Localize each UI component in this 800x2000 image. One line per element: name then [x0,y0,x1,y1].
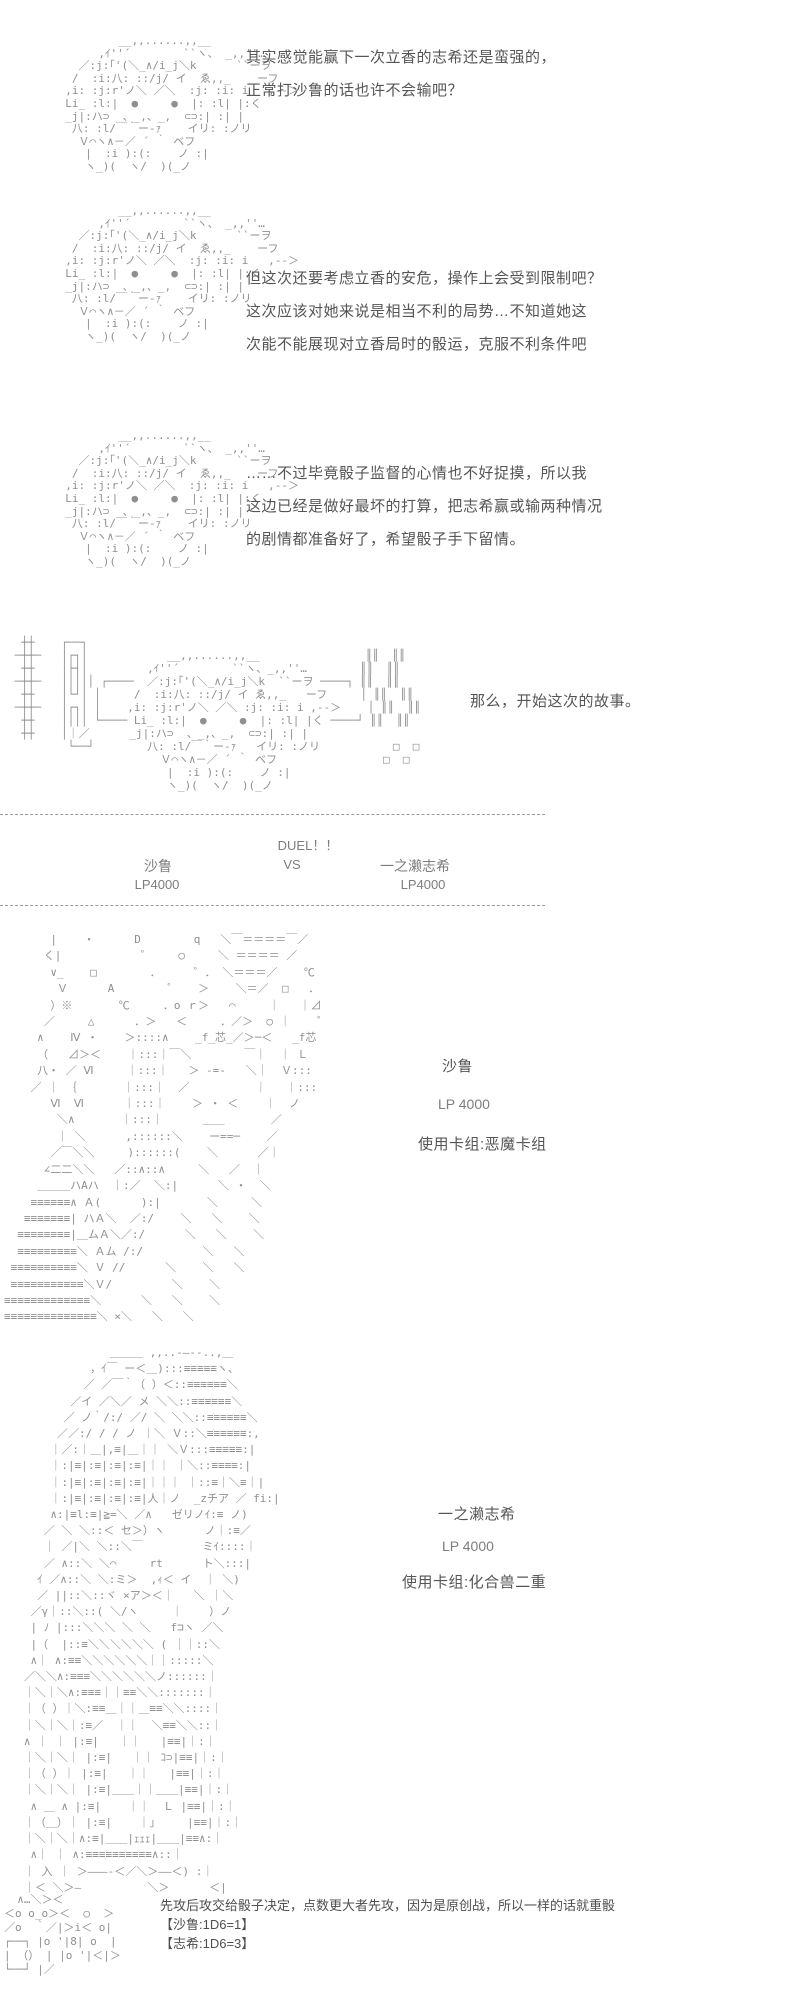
shiki-deck: 使用卡组:化合兽二重 [402,1574,547,1591]
speech-line: 其实感觉能赢下一次立香的志希还是蛮强的， [246,49,557,66]
chibi-girl-ascii-art: __,,......,,__ ,ｲ''´ ``ヽ、 _,,''… ／:j:｢'(… [65,429,300,568]
duel-vs-label: VS [283,857,301,872]
chibi-girl-ascii-art: __,,......,,__ ,ｲ''´ ``ヽ、 _,,''… ／:j:｢'(… [65,204,300,343]
dice-result-text: 先攻后攻交给骰子决定，点数更大者先攻，因为是原创战，所以一样的话就重骰 【沙鲁:… [160,1899,615,1956]
speech-line: 次能不能展现对立香局时的骰运，克服不利条件吧 [246,336,588,353]
shiki-character-ascii-art: ＿＿＿ ,,..-―‐-..,＿ ，ｲ￣ ー＜＿):::≡≡≡≡≡ヽ、 ／ ／￣… [23,1346,280,1894]
speech-line: 这边已经是做好最坏的打算，把志希赢或输两种情况 [246,498,603,515]
shiki-name: 一之濑志希 [438,1506,516,1523]
duel-left-lp: LP4000 [134,877,180,892]
speech-line: ……不过毕竟骰子监督的心情也不好捉摸，所以我 [246,465,588,482]
duel-title: DUEL！！ [277,838,339,853]
speech-bubble: ……不过毕竟骰子监督的心情也不好捉摸，所以我 这边已经是做好最坏的打算，把志希赢… [246,466,603,565]
divider-bottom [0,905,545,906]
chibi-girl-ascii-art: __,,......,,__ ,ｲ''´ ``ヽ、 _,,''… ／:j:｢'(… [65,34,300,173]
speech-bubble: 其实感觉能赢下一次立香的志希还是蛮强的， 正常打沙鲁的话也许不会输吧？ [246,50,556,116]
duel-right-lp: LP4000 [400,877,446,892]
speech-line: 正常打沙鲁的话也许不会输吧？ [246,82,464,99]
speech-bubble: 但这次还要考虑立香的安危，操作上会受到限制吧？ 这次应该对她来说是相当不利的局势… [246,271,603,370]
kaimaku-banner-ascii-art: ┼┼ ┌──┐ ─┼┼─ │┌┐│ __,,......,,__ ║║ ║║ ┼… [14,636,421,792]
speech-line: 的剧情都准备好了，希望骰子手下留情。 [246,531,526,548]
duel-left-name: 沙鲁 [144,858,172,874]
dice-cup-ascii-art: ∧…＼＞＜ ＜o o_o＞＜ ○ ＞ ／o ｀／|＞i＜ o| ┌──┐ |o … [4,1893,121,1976]
divider-top [0,814,545,815]
dice-result-cell: 【沙鲁:1D6=1】 [160,1917,255,1932]
cell-name: 沙鲁 [442,1058,474,1075]
dice-result-shiki: 【志希:1D6=3】 [160,1936,255,1951]
dice-rule-line: 先攻后攻交给骰子决定，点数更大者先攻，因为是原创战，所以一样的话就重骰 [160,1898,616,1913]
cell-deck: 使用卡组:恶魔卡组 [418,1136,547,1153]
cell-lp: LP 4000 [438,1096,490,1112]
cell-character-ascii-art: | ・ D q ＼￣＝＝＝＝￣／ く| ゜ ○ ＼ ＝＝＝＝ ／ ∨_ □ ． … [4,933,329,1324]
duel-right-name: 一之濑志希 [380,858,450,874]
speech-line: 但这次还要考虑立香的安危，操作上会受到限制吧？ [246,270,603,287]
speech-line: 这次应该对她来说是相当不利的局势…不知道她这 [246,303,588,320]
opening-caption: 那么，开始这次的故事。 [470,693,641,710]
shiki-lp: LP 4000 [442,1538,494,1554]
